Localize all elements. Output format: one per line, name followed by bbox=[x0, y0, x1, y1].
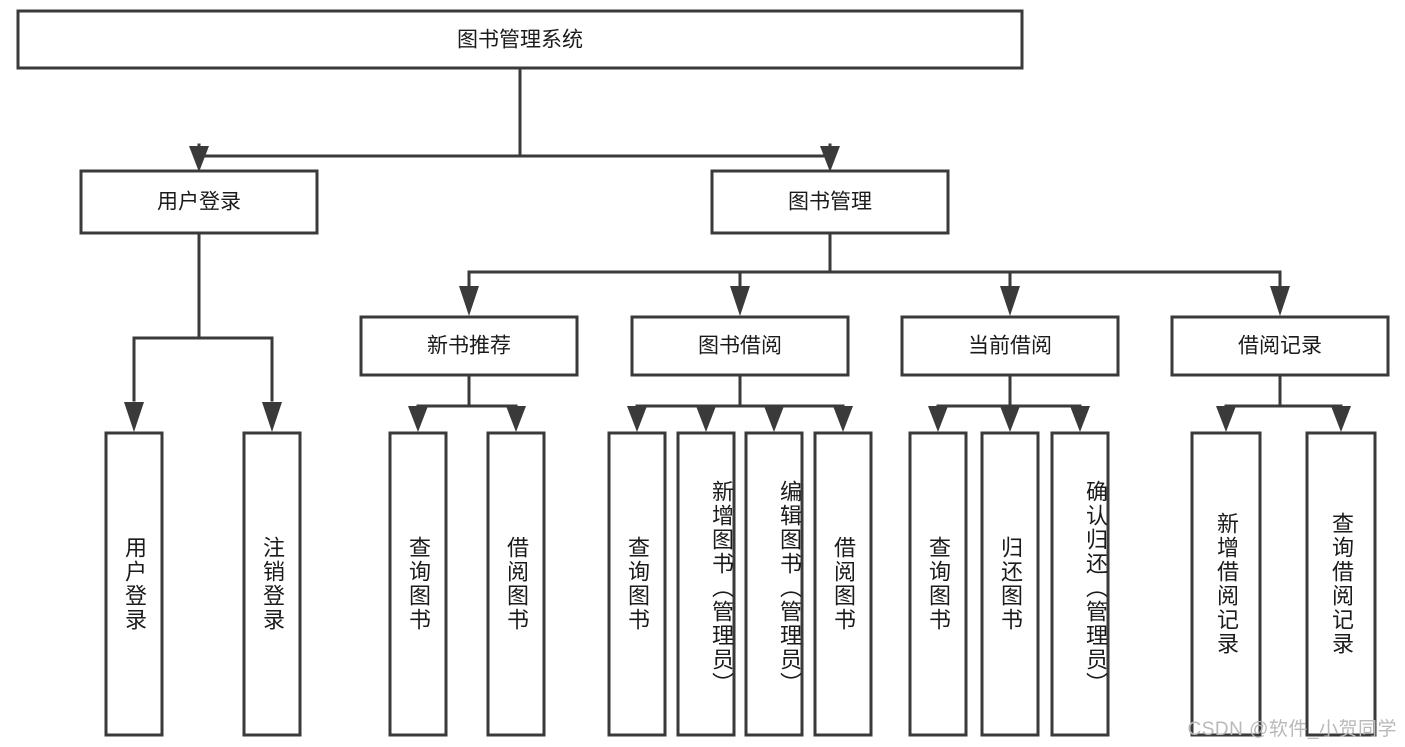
arrow-bookborrow-leaf-2 bbox=[696, 406, 716, 432]
node-user-login-label: 用户登录 bbox=[157, 191, 241, 214]
leaf-logout-box[interactable] bbox=[242, 431, 302, 737]
leaf-query-book-cb-box[interactable] bbox=[908, 431, 968, 737]
arrow-to-current-borrow bbox=[1000, 286, 1020, 316]
leaf-confirm-return-box[interactable] bbox=[1050, 431, 1110, 737]
leaf-return-book-box[interactable] bbox=[980, 431, 1040, 737]
node-root-box[interactable] bbox=[16, 9, 1024, 70]
node-new-book-label: 新书推荐 bbox=[427, 335, 511, 358]
node-borrow-record-label: 借阅记录 bbox=[1238, 335, 1322, 358]
leaf-query-record-box[interactable] bbox=[1305, 431, 1377, 737]
leaf-add-book-box[interactable] bbox=[676, 431, 736, 737]
leaf-add-record-box[interactable] bbox=[1190, 431, 1262, 737]
leaf-query-book-bb-box[interactable] bbox=[607, 431, 667, 737]
leaf-borrow-book-nb-box[interactable] bbox=[486, 431, 546, 737]
node-current-borrow-label: 当前借阅 bbox=[968, 335, 1052, 358]
arrow-bookborrow-leaf-3 bbox=[764, 406, 784, 432]
node-user-login-box[interactable] bbox=[79, 169, 319, 235]
csdn-watermark: CSDN @软件_小贺同学 bbox=[1187, 719, 1397, 740]
node-new-book-box[interactable] bbox=[359, 315, 579, 377]
arrow-currentborrow-leaf-3 bbox=[1070, 406, 1090, 432]
arrow-newbook-leaf-1 bbox=[408, 406, 428, 432]
arrow-to-book-borrow bbox=[730, 286, 750, 316]
arrow-bookborrow-leaf-4 bbox=[833, 406, 853, 432]
node-borrow-record-box[interactable] bbox=[1170, 315, 1390, 377]
node-book-manage-box[interactable] bbox=[710, 169, 950, 235]
arrow-currentborrow-leaf-1 bbox=[928, 406, 948, 432]
node-root-label: 图书管理系统 bbox=[457, 29, 583, 52]
arrow-to-user-login bbox=[189, 146, 209, 172]
arrow-to-book-manage bbox=[820, 146, 840, 172]
leaf-user-login-box[interactable] bbox=[104, 431, 164, 737]
node-current-borrow-box[interactable] bbox=[900, 315, 1120, 377]
arrow-newbook-leaf-2 bbox=[506, 406, 526, 432]
leaf-query-book-nb-box[interactable] bbox=[388, 431, 448, 737]
arrow-to-leaf-user-login bbox=[124, 402, 144, 432]
arrow-to-leaf-logout bbox=[262, 402, 282, 432]
arrow-borrowrecord-leaf-2 bbox=[1331, 406, 1351, 432]
node-book-borrow-label: 图书借阅 bbox=[698, 335, 782, 358]
node-book-borrow-box[interactable] bbox=[630, 315, 850, 377]
node-book-manage-label: 图书管理 bbox=[788, 191, 872, 214]
arrow-borrowrecord-leaf-1 bbox=[1216, 406, 1236, 432]
arrow-to-borrow-record bbox=[1270, 286, 1290, 316]
leaf-borrow-book-bb-box[interactable] bbox=[813, 431, 873, 737]
arrow-currentborrow-leaf-2 bbox=[1000, 406, 1020, 432]
connector-layer bbox=[124, 66, 1351, 432]
arrow-bookborrow-leaf-1 bbox=[627, 406, 647, 432]
leaf-edit-book-box[interactable] bbox=[744, 431, 804, 737]
arrow-to-new-book bbox=[459, 286, 479, 316]
